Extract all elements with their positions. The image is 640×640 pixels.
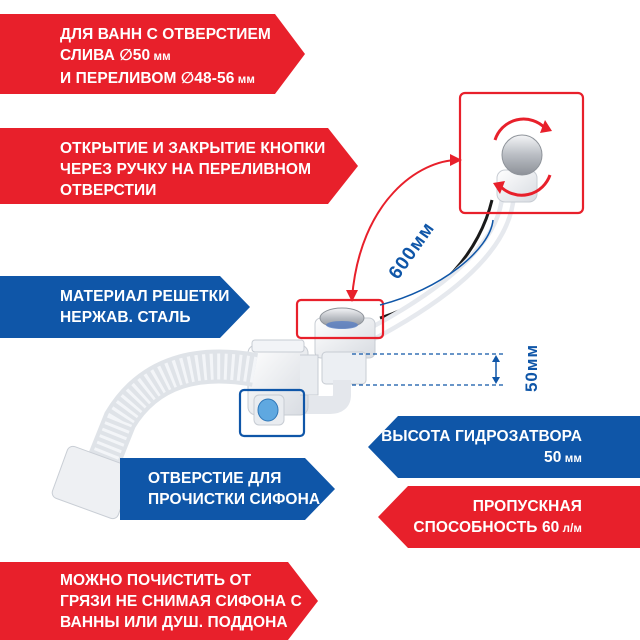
rotation-arrow-icon	[493, 117, 547, 141]
cable-length-arc	[351, 159, 459, 299]
water-seal-callout: ВЫСОТА ГИДРОЗАТВОРА 50 мм	[368, 416, 640, 478]
callout-line: СЛИВА ∅50 мм	[60, 47, 171, 64]
callout-line: 50 мм	[544, 449, 582, 466]
callout-line: ПРОПУСКНАЯ	[472, 498, 582, 515]
callout-line: ПРОЧИСТКИ СИФОНА	[148, 491, 321, 508]
callout-line: ОТВЕРСТИИ	[60, 182, 157, 199]
diameter-icon: ∅	[119, 47, 133, 64]
callout-line: МАТЕРИАЛ РЕШЕТКИ	[60, 288, 230, 305]
cleaning-hole-callout: ОТВЕРСТИЕ ДЛЯ ПРОЧИСТКИ СИФОНА	[120, 458, 335, 520]
callout-line: ВАННЫ ИЛИ ДУШ. ПОДДОНА	[60, 614, 288, 631]
diameter-icon: ∅	[180, 70, 195, 87]
callout-line: СПОСОБНОСТЬ 60 л/м	[413, 519, 582, 536]
rotation-arrow-icon-2	[498, 174, 552, 197]
grate-material-callout: МАТЕРИАЛ РЕШЕТКИ НЕРЖАВ. СТАЛЬ	[0, 276, 250, 338]
callout-line: И ПЕРЕЛИВОМ ∅48-56 мм	[60, 70, 255, 87]
overflow-handle	[501, 134, 543, 176]
cleaning-note-callout: МОЖНО ПОЧИСТИТЬ ОТ ГРЯЗИ НЕ СНИМАЯ СИФОН…	[0, 562, 318, 640]
callout-line: ГРЯЗИ НЕ СНИМАЯ СИФОНА С	[60, 593, 302, 610]
callout-line: НЕРЖАВ. СТАЛЬ	[60, 309, 191, 326]
callout-line: ДЛЯ ВАНН С ОТВЕРСТИЕМ	[60, 26, 271, 43]
button-control-callout: ОТКРЫТИЕ И ЗАКРЫТИЕ КНОПКИ ЧЕРЕЗ РУЧКУ Н…	[0, 128, 358, 204]
seal-height-label: 50мм	[522, 343, 542, 393]
trap-pipe	[305, 380, 351, 414]
callout-line: МОЖНО ПОЧИСТИТЬ ОТ	[60, 572, 252, 589]
throughput-callout: ПРОПУСКНАЯ СПОСОБНОСТЬ 60 л/м	[378, 486, 640, 548]
handle-highlight-box	[458, 91, 585, 215]
grate-highlight-box	[295, 298, 385, 340]
bath-holes-callout: ДЛЯ ВАНН С ОТВЕРСТИЕМ СЛИВА ∅50 мм И ПЕР…	[0, 14, 305, 94]
callout-line: ВЫСОТА ГИДРОЗАТВОРА	[381, 428, 582, 445]
cable-length-arc-blue	[379, 219, 494, 306]
callout-line: ОТКРЫТИЕ И ЗАКРЫТИЕ КНОПКИ	[60, 140, 326, 157]
cleaning-port-highlight-box	[238, 388, 306, 438]
callout-line: ЧЕРЕЗ РУЧКУ НА ПЕРЕЛИВНОМ	[60, 161, 312, 178]
callout-line: ОТВЕРСТИЕ ДЛЯ	[148, 470, 282, 487]
